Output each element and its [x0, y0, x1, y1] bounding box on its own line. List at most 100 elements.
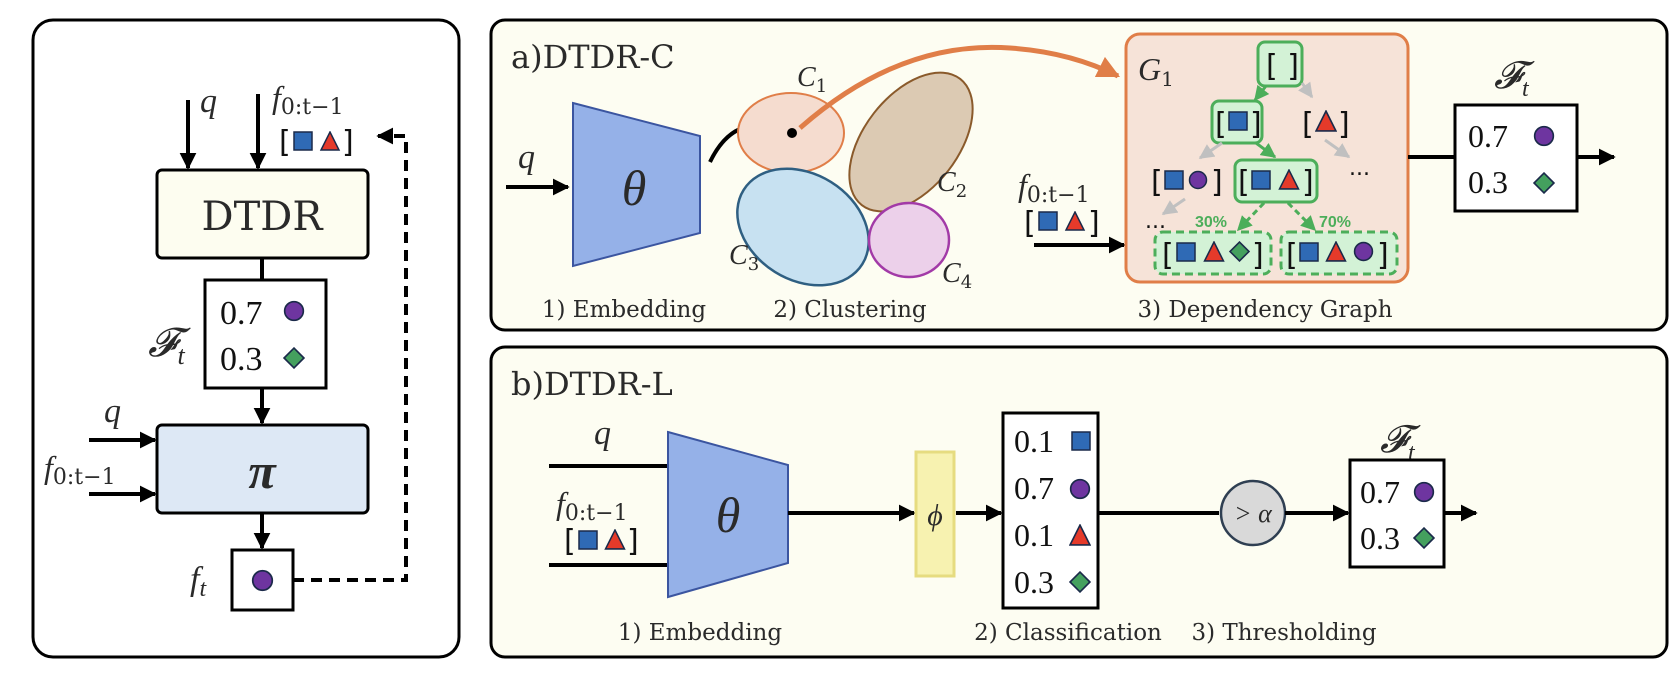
circle-icon: [1413, 481, 1435, 503]
phi-classifier: [914, 450, 956, 578]
dtdr-label: DTDR: [202, 194, 325, 240]
ft-label: 𝓕t: [1380, 419, 1421, 466]
svg-text:]: ]: [1338, 107, 1350, 142]
svg-text:[: [: [1151, 165, 1163, 200]
f-prev-label: f0:t−1: [556, 485, 628, 526]
svg-text:]: ]: [627, 524, 639, 559]
panel-a-title: a)DTDR-C: [511, 38, 675, 76]
edge-square-sqcir: [1198, 141, 1223, 160]
svg-text:[: [: [564, 524, 576, 559]
svg-text:[ ]: [ ]: [1266, 49, 1299, 84]
f-prev-label: f0:t−1: [272, 79, 344, 120]
panel-b: b)DTDR-L q f0:t−1 [ ] θ ϕ 0.1 0.7 0.1 0.…: [489, 345, 1669, 659]
pct-right: 70%: [1319, 214, 1351, 231]
svg-text:]: ]: [1302, 165, 1314, 200]
ft-value-0: 0.7: [1468, 118, 1508, 154]
svg-text:]: ]: [1088, 206, 1100, 241]
svg-text:[: [: [1024, 206, 1036, 241]
edge-root-triangle: [1298, 81, 1314, 99]
circle-icon: [283, 300, 305, 322]
square-icon: [293, 131, 313, 151]
ft-value-1: 0.3: [1468, 164, 1508, 200]
ft-value-0: 0.7: [1360, 474, 1400, 510]
svg-text:[: [: [1162, 238, 1174, 273]
panel-a: a)DTDR-C q θ C1 C2 C3 C4 f0:t−1 [ ] G1: [489, 18, 1669, 332]
class-value-2: 0.1: [1014, 517, 1054, 553]
class-value-0: 0.1: [1014, 423, 1054, 459]
f-prev-list: [ ]: [279, 125, 354, 160]
edge-sqcir-more: [1161, 197, 1186, 216]
svg-text:]: ]: [1252, 238, 1264, 273]
svg-text:[: [: [279, 125, 291, 160]
ellipsis-right: ...: [1349, 156, 1370, 181]
svg-text:]: ]: [1250, 107, 1262, 142]
graph-node-root: [1256, 40, 1304, 88]
q-label: q: [200, 83, 217, 120]
theta-encoder: [667, 430, 789, 599]
square-icon: [1071, 431, 1091, 451]
square-icon: [1038, 211, 1058, 231]
feedback-arrow: [293, 127, 408, 582]
circle-icon: [1533, 125, 1555, 147]
svg-text:]: ]: [1211, 165, 1223, 200]
step-embedding: 1) Embedding: [542, 297, 706, 323]
ft-value-1: 0.3: [1360, 520, 1400, 556]
ellipsis-left: ...: [1145, 209, 1166, 234]
step-dependency-graph: 3) Dependency Graph: [1137, 297, 1392, 323]
square-icon: [1176, 242, 1196, 262]
square-icon: [1299, 242, 1319, 262]
cluster-c3-label: C3: [729, 240, 759, 275]
cluster-c4-label: C4: [942, 258, 972, 293]
query-point: [787, 128, 797, 138]
graph-node-triangle: [ ]: [1302, 107, 1350, 142]
theta-encoder: [572, 101, 701, 268]
circle-icon: [1188, 170, 1208, 190]
f-prev-label: f0:t−1: [1018, 167, 1090, 208]
left-panel: q f0:t−1 [ ] DTDR 𝓕t 0.7 0.3 q f0:t−1 π: [31, 18, 461, 659]
edge-square-sqtri: [1255, 141, 1277, 159]
circle-icon: [1069, 478, 1091, 500]
step-classification: 2) Classification: [974, 620, 1162, 646]
square-icon: [1164, 170, 1184, 190]
cluster-c2: [848, 71, 974, 213]
cluster-to-graph-arrow: [798, 44, 1121, 130]
cluster-c2-label: C2: [937, 167, 967, 202]
ft-value-1: 0.3: [220, 341, 263, 378]
pi-q-label: q: [104, 393, 121, 430]
svg-text:[: [: [1302, 107, 1314, 142]
threshold-label: > α: [1234, 499, 1273, 528]
phi-label: ϕ: [927, 499, 943, 532]
svg-text:]: ]: [342, 125, 354, 160]
panel-b-title: b)DTDR-L: [511, 365, 673, 403]
svg-text:[: [: [1215, 107, 1227, 142]
svg-text:[: [: [1238, 165, 1250, 200]
cluster-c3: [736, 167, 870, 287]
step-thresholding: 3) Thresholding: [1191, 620, 1376, 646]
circle-icon: [1353, 241, 1374, 262]
step-clustering: 2) Clustering: [773, 297, 927, 323]
edge-sqtri-leaf-right: [1286, 201, 1317, 232]
q-label: q: [594, 415, 611, 452]
graph-node-square-circle: [ ]: [1151, 165, 1223, 200]
svg-text:[: [: [1286, 238, 1298, 273]
edge-sqtri-leaf-left: [1236, 201, 1266, 232]
theta-label: θ: [622, 160, 647, 216]
graph-label: G1: [1138, 51, 1174, 91]
edge-root-square: [1253, 84, 1270, 102]
square-icon: [1228, 111, 1248, 131]
class-value-3: 0.3: [1014, 564, 1054, 600]
circle-icon: [251, 569, 274, 592]
edge-triangle-more: [1324, 138, 1351, 159]
theta-label: θ: [716, 487, 741, 543]
ft-value-0: 0.7: [220, 295, 263, 332]
cluster-c1-label: C1: [797, 62, 827, 97]
q-label: q: [518, 139, 535, 176]
pct-left: 30%: [1195, 214, 1227, 231]
pi-label: π: [248, 443, 277, 499]
svg-text:]: ]: [1377, 238, 1389, 273]
class-value-1: 0.7: [1014, 470, 1054, 506]
step-embedding: 1) Embedding: [618, 620, 782, 646]
cluster-c4: [867, 201, 951, 279]
square-icon: [1251, 170, 1271, 190]
